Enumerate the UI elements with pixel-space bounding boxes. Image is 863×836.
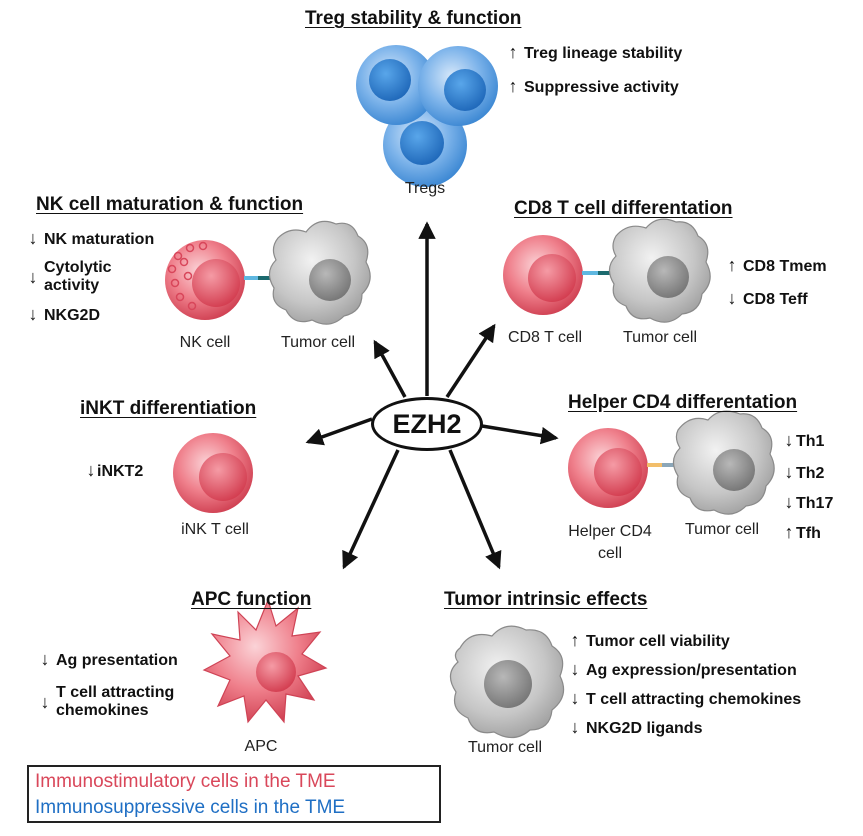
down-arrow-icon: ↓ [784, 462, 794, 482]
up-arrow-icon: ↑ [570, 630, 580, 650]
cd4-tumor-cell-icon [672, 410, 775, 515]
cd8-title: CD8 T cell differentation [514, 198, 733, 219]
nk-tumor-label: Tumor cell [280, 334, 356, 351]
up-arrow-icon: ↑ [508, 76, 518, 96]
down-arrow-icon: ↓ [727, 288, 737, 308]
nk-item-1: ↓NK maturation [26, 228, 155, 249]
treg-cells-icon [356, 45, 498, 187]
nk-item-2: ↓Cytolytic activity [26, 259, 136, 296]
cd4-cell-icon [568, 428, 648, 508]
up-arrow-icon: ↑ [727, 255, 737, 275]
cd4-cell-label: Helper CD4 cell [568, 523, 652, 562]
tumor-title: Tumor intrinsic effects [444, 589, 648, 610]
cd4-item-2: ↓Th2 [784, 462, 825, 482]
cd4-tumor-label: Tumor cell [684, 521, 760, 538]
down-arrow-icon: ↓ [28, 267, 38, 287]
connector-arrows [305, 221, 559, 570]
legend-stimulatory: Immunostimulatory cells in the TME [35, 771, 336, 792]
inkt-cell-icon [173, 433, 253, 513]
inkt-cell-label: iNK T cell [181, 521, 249, 538]
down-arrow-icon: ↓ [570, 688, 580, 708]
treg-cell-label: Tregs [404, 180, 446, 197]
down-arrow-icon: ↓ [570, 717, 580, 737]
down-arrow-icon: ↓ [86, 460, 96, 480]
cd8-item-1: ↑CD8 Tmem [725, 255, 827, 276]
down-arrow-icon: ↓ [784, 430, 794, 450]
cd8-tumor-label: Tumor cell [622, 329, 698, 346]
arrow-to-cd4 [481, 424, 559, 445]
cd4-title: Helper CD4 differentation [568, 392, 798, 413]
apc-item-1: ↓Ag presentation [38, 649, 178, 670]
legend-suppressive: Immunosuppressive cells in the TME [35, 797, 346, 818]
nk-cell-label: NK cell [179, 334, 231, 351]
arrow-to-nk [373, 339, 407, 398]
inkt-item-1: ↓iNKT2 [86, 460, 144, 480]
cd4-item-3: ↓Th17 [784, 492, 834, 512]
treg-item-1: ↑Treg lineage stability [506, 42, 683, 63]
cd8-cell-icon [503, 235, 583, 315]
cd4-item-4: ↑Tfh [784, 522, 821, 542]
arrow-to-tumor [448, 449, 502, 570]
tumor-item-3: ↓T cell attracting chemokines [568, 688, 802, 709]
tumor-item-2: ↓Ag expression/presentation [568, 659, 797, 680]
apc-cell-icon [202, 598, 328, 724]
down-arrow-icon: ↓ [40, 649, 50, 669]
cd4-item-1: ↓Th1 [784, 430, 825, 450]
treg-item-2: ↑Suppressive activity [506, 76, 679, 97]
nk-cell-icon [165, 240, 245, 320]
tumor-cell-label: Tumor cell [467, 739, 543, 756]
tumor-item-4: ↓NKG2D ligands [568, 717, 703, 738]
apc-cell-label: APC [244, 738, 278, 755]
cd8-item-2: ↓CD8 Teff [725, 288, 808, 309]
down-arrow-icon: ↓ [28, 228, 38, 248]
down-arrow-icon: ↓ [28, 304, 38, 324]
nk-tumor-cell-icon [268, 220, 371, 325]
cd8-tumor-cell-icon [608, 218, 711, 323]
nk-title: NK cell maturation & function [36, 194, 304, 215]
up-arrow-icon: ↑ [508, 42, 518, 62]
down-arrow-icon: ↓ [40, 692, 50, 712]
tumor-intrinsic-cell-icon [449, 625, 565, 739]
legend-box: Immunostimulatory cells in the TME Immun… [27, 765, 441, 823]
up-arrow-icon: ↑ [784, 522, 794, 542]
down-arrow-icon: ↓ [784, 492, 794, 512]
ezh2-hub: EZH2 [371, 397, 483, 451]
apc-title: APC function [191, 589, 312, 610]
ezh2-label: EZH2 [392, 408, 462, 439]
arrow-to-cd8 [445, 323, 496, 398]
cd8-cell-label: CD8 T cell [507, 329, 583, 346]
treg-title: Treg stability & function [305, 8, 522, 29]
arrow-to-apc [342, 449, 400, 570]
nk-item-3: ↓NKG2D [26, 304, 101, 325]
tumor-item-1: ↑Tumor cell viability [568, 630, 730, 651]
down-arrow-icon: ↓ [570, 659, 580, 679]
arrow-to-inkt [305, 417, 373, 446]
inkt-title: iNKT differentiation [80, 398, 257, 419]
apc-item-2: ↓T cell attracting chemokines [38, 684, 208, 721]
